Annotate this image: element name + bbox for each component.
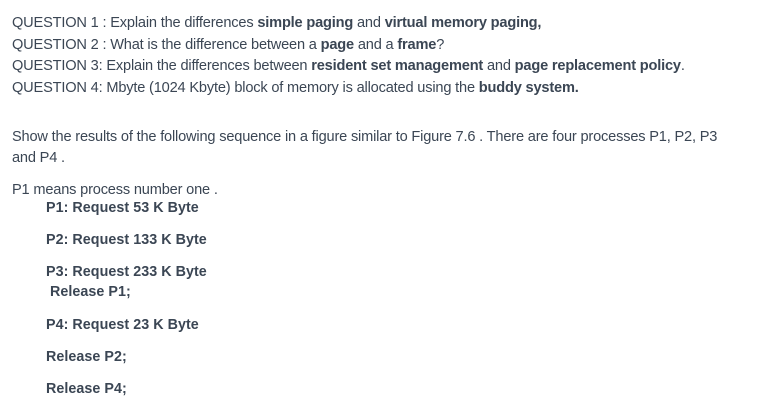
sequence-item-main: Release P4; xyxy=(46,381,127,397)
question-2-bold-2: frame xyxy=(397,36,437,53)
sequence-item-main: P2: Request 133 K Byte xyxy=(46,232,207,248)
question-2-prefix: QUESTION 2 : What is the difference betw… xyxy=(12,36,321,53)
question-3-mid: and xyxy=(483,58,515,75)
question-1-mid: and xyxy=(353,15,385,31)
list-item: Release P4; xyxy=(46,379,446,399)
question-3-suffix: . xyxy=(680,58,685,75)
question-3-bold-2: page replacement policy xyxy=(514,58,681,75)
list-item: P1: Request 53 K Byte xyxy=(46,198,446,218)
paragraph-show-results: Show the results of the following sequen… xyxy=(12,128,718,167)
list-item: Release P2; xyxy=(46,347,446,367)
question-line-4: QUESTION 4: Mbyte (1024 Kbyte) block of … xyxy=(12,78,748,100)
question-4-bold-1: buddy system. xyxy=(478,79,579,96)
question-3-prefix: QUESTION 3: Explain the differences betw… xyxy=(12,58,312,75)
sequence-item-main: Release P2; xyxy=(46,349,127,365)
question-3-bold-1: resident set management xyxy=(311,58,484,75)
list-item: P4: Request 23 K Byte xyxy=(46,315,446,335)
question-1-prefix: QUESTION 1 : Explain the differences xyxy=(12,15,258,31)
question-1-bold-2: virtual memory paging, xyxy=(384,15,542,31)
sequence-item-main: P3: Request 233 K Byte xyxy=(46,264,207,280)
question-1-bold-1: simple paging xyxy=(257,15,354,31)
sequence-item-main: P4: Request 23 K Byte xyxy=(46,317,199,333)
sequence-list: P1: Request 53 K Byte P2: Request 133 K … xyxy=(46,198,446,411)
question-4-prefix: QUESTION 4: Mbyte (1024 Kbyte) block of … xyxy=(12,79,479,96)
question-line-3: QUESTION 3: Explain the differences betw… xyxy=(12,56,748,78)
sequence-item-main: P1: Request 53 K Byte xyxy=(46,200,199,216)
question-line-1: QUESTION 1 : Explain the differences sim… xyxy=(12,13,748,35)
question-2-mid: and a xyxy=(353,36,398,53)
paragraph-p1-means: P1 means process number one . xyxy=(12,181,218,198)
sequence-item-release: Release P1; xyxy=(50,284,131,300)
question-2-suffix: ? xyxy=(436,36,445,53)
list-item: P2: Request 133 K Byte xyxy=(46,230,446,250)
questions-block: QUESTION 1 : Explain the differences sim… xyxy=(12,13,748,99)
question-line-2: QUESTION 2 : What is the difference betw… xyxy=(12,35,748,57)
question-2-bold-1: page xyxy=(320,36,355,53)
